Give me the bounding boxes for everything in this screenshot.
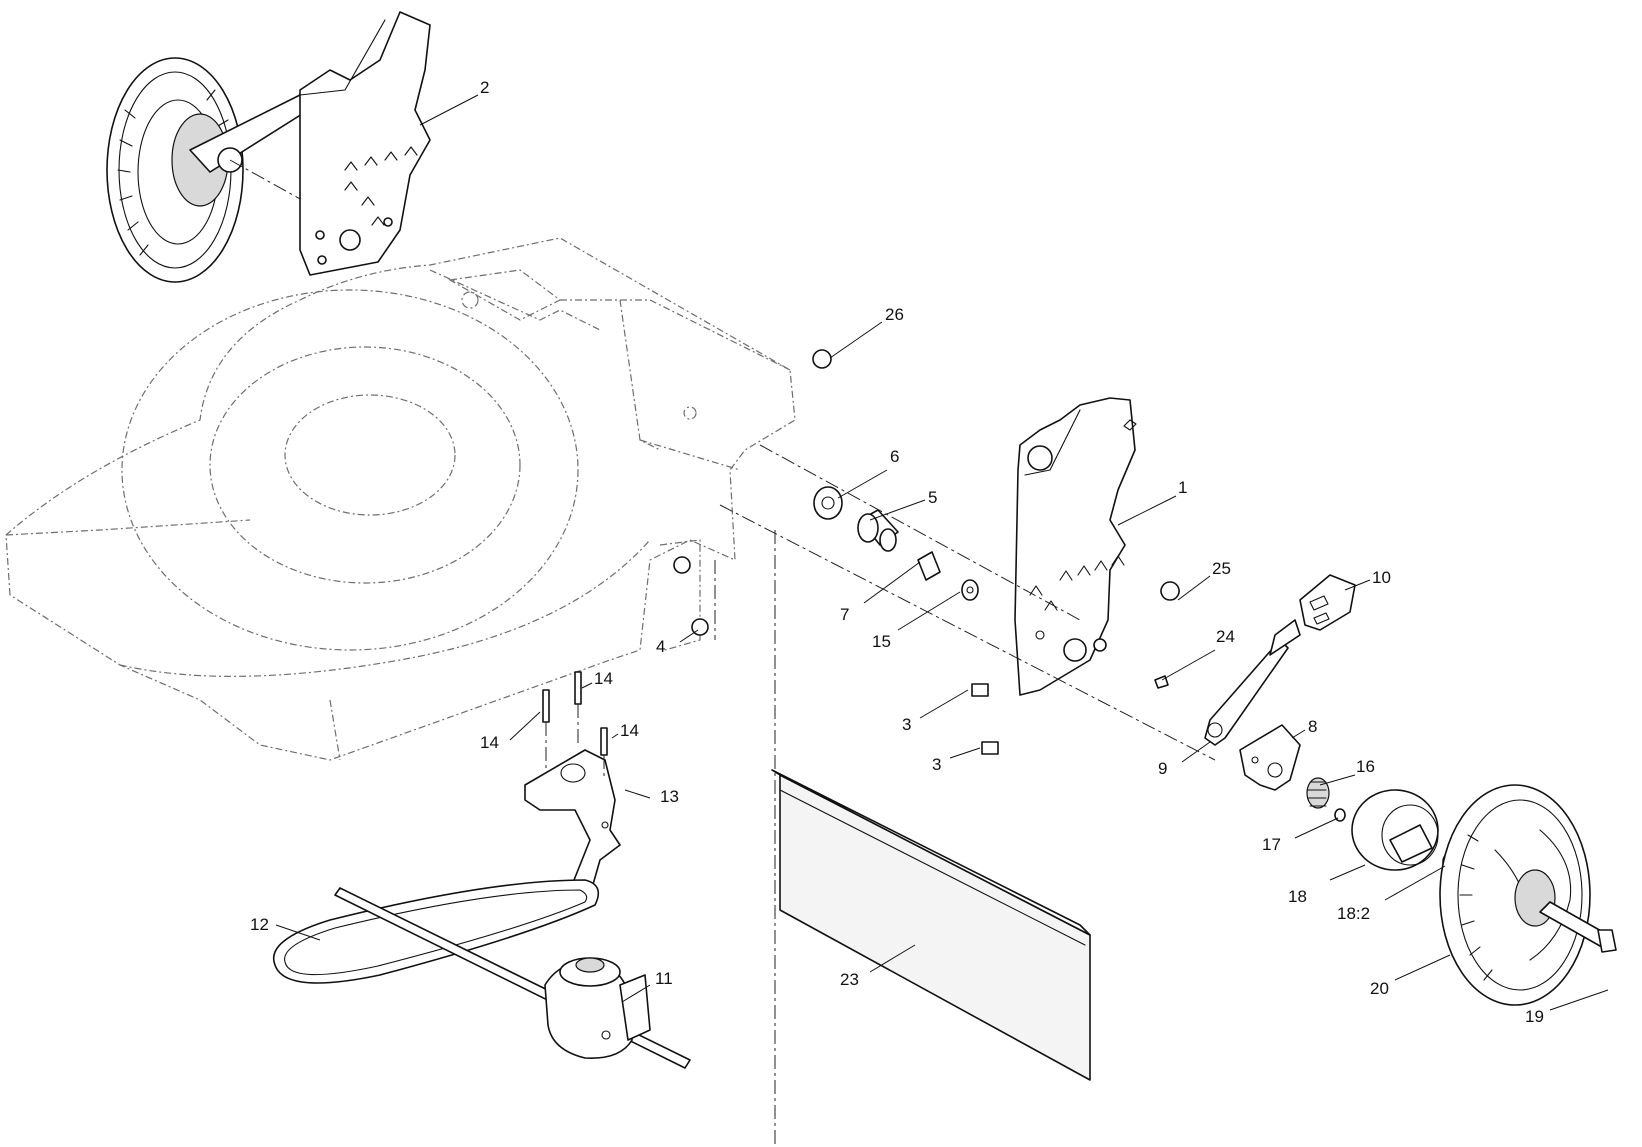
callout-3a: 3 <box>902 715 911 734</box>
callout-14a: 14 <box>480 733 499 752</box>
callout-25: 25 <box>1212 559 1231 578</box>
callout-labels: 2 26 6 5 1 25 10 7 15 4 24 3 3 14 14 14 … <box>250 78 1544 1026</box>
callout-10: 10 <box>1372 568 1391 587</box>
transmission-bracket-13 <box>524 671 621 906</box>
axle-hardware <box>673 349 1180 755</box>
callout-2: 2 <box>480 78 489 97</box>
callout-19: 19 <box>1525 1007 1544 1026</box>
callout-23: 23 <box>840 970 859 989</box>
transmission-11 <box>334 887 691 1069</box>
gear-16 <box>1306 777 1330 809</box>
callout-20: 20 <box>1370 979 1389 998</box>
hub-18 <box>1351 789 1439 871</box>
bolt-3b <box>981 741 999 755</box>
axle-center-lines <box>714 444 1216 1147</box>
bolt-3a <box>971 683 989 697</box>
screw-14a <box>542 689 550 723</box>
callout-18: 18 <box>1288 887 1307 906</box>
callout-14c: 14 <box>620 721 639 740</box>
bracket-8 <box>1239 724 1301 791</box>
spacer-7 <box>917 551 941 581</box>
wheel-drive-parts <box>1306 777 1458 872</box>
drive-belt-12 <box>272 879 600 984</box>
callout-1: 1 <box>1178 478 1187 497</box>
screw-14c <box>600 727 608 756</box>
callout-11: 11 <box>655 969 673 988</box>
right-wheel <box>1439 784 1617 1006</box>
callout-15: 15 <box>872 632 891 651</box>
right-height-plate <box>1014 397 1137 696</box>
rear-flap-23 <box>771 769 1091 1081</box>
washer-15 <box>961 579 979 601</box>
callout-7: 7 <box>840 605 849 624</box>
callout-13: 13 <box>660 787 679 806</box>
leader-lines <box>275 94 1609 1011</box>
callout-8: 8 <box>1308 717 1317 736</box>
cap-25 <box>1160 581 1180 601</box>
callout-12: 12 <box>250 915 269 934</box>
height-lever <box>1204 574 1356 746</box>
left-height-plate <box>299 11 431 276</box>
left-wheel-assembly <box>106 57 321 283</box>
callout-18-2: 18:2 <box>1337 904 1370 923</box>
nut-upper <box>673 556 691 574</box>
mower-deck-outline <box>5 237 796 761</box>
callout-16: 16 <box>1356 757 1375 776</box>
callout-24: 24 <box>1216 627 1235 646</box>
bushing-6 <box>813 486 843 520</box>
callout-3b: 3 <box>932 755 941 774</box>
callout-4: 4 <box>656 637 665 656</box>
callout-9: 9 <box>1158 759 1167 778</box>
callout-5: 5 <box>928 488 937 507</box>
callout-26: 26 <box>885 305 904 324</box>
nut-26 <box>812 349 832 369</box>
callout-17: 17 <box>1262 835 1281 854</box>
screw-14b <box>574 671 582 705</box>
callout-14b: 14 <box>594 669 613 688</box>
callout-6: 6 <box>890 447 899 466</box>
